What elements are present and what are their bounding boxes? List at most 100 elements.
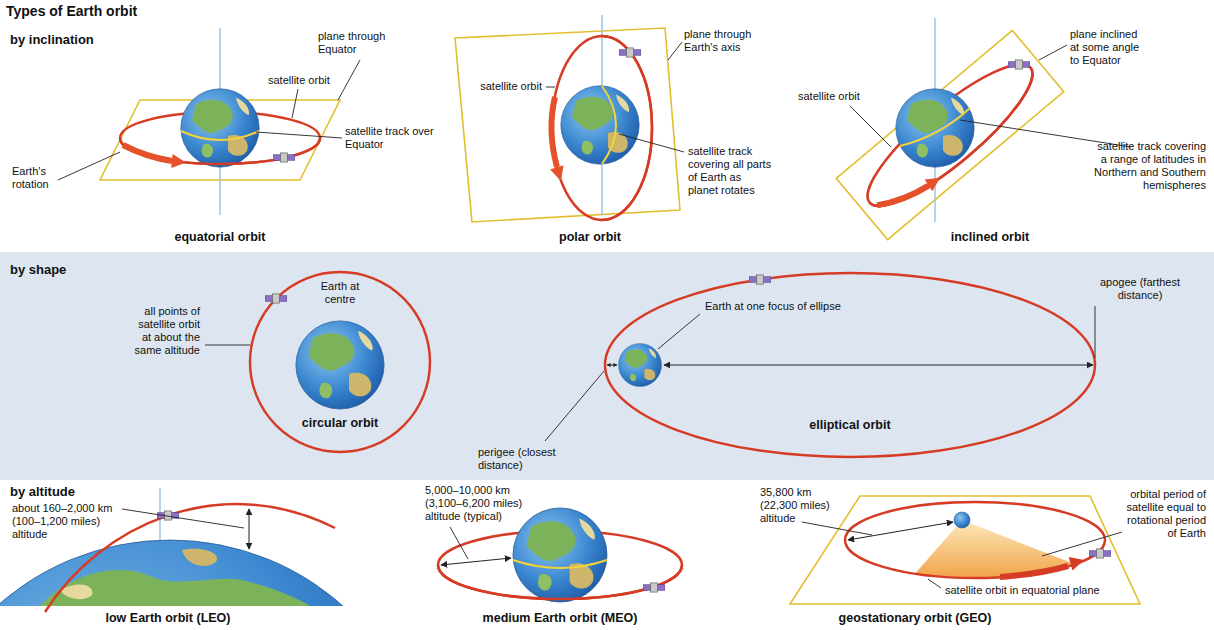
period-sector: [915, 520, 1075, 578]
earth-globe: [561, 86, 639, 164]
orbit-caption: geostationary orbit (GEO): [795, 611, 1035, 626]
orbit-caption: equatorial orbit: [140, 230, 300, 245]
satellite-icon: [643, 583, 665, 592]
section-band: by shape: [0, 252, 1214, 480]
annotation-label: satellite orbit: [462, 80, 542, 93]
earth-globe: [954, 512, 970, 528]
elliptical-orbit-figure: [605, 273, 1095, 457]
leader-line: [545, 371, 604, 441]
orbital-plane: [836, 31, 1064, 240]
annotation-label: plane through Earth's axis: [684, 28, 774, 54]
annotation-label: plane through Equator: [318, 30, 413, 56]
annotation-label: satellite orbit: [268, 74, 348, 87]
leader-line: [122, 509, 244, 528]
leader-line: [928, 579, 941, 588]
leader-line: [58, 152, 120, 180]
earth-globe: [513, 508, 607, 602]
annotation-label: Earth at centre: [310, 280, 370, 306]
leader-line: [850, 106, 891, 147]
leader-line: [256, 132, 342, 138]
orbit-path: [845, 502, 1105, 578]
satellite-icon: [619, 48, 641, 57]
diagram-title: Types of Earth orbit: [6, 3, 137, 20]
earth-globe: [181, 89, 259, 167]
leader-line: [1095, 306, 1096, 358]
annotation-label: satellite track over Equator: [345, 125, 435, 151]
satellite-icon: [1008, 60, 1030, 69]
direction-arrowhead: [1069, 557, 1084, 570]
section-heading: by shape: [10, 262, 66, 278]
annotation-label: satellite orbit in equatorial plane: [945, 584, 1145, 597]
polar-orbit-figure: [455, 15, 680, 222]
annotation-label: satellite track covering all parts of Ea…: [688, 145, 773, 197]
annotation-label: all points of satellite orbit at about t…: [128, 305, 200, 357]
orbit-path: [870, 68, 1049, 224]
annotation-label: 35,800 km (22,300 miles) altitude: [760, 486, 842, 525]
meo-figure: [438, 508, 682, 602]
orbit-path: [605, 273, 1095, 457]
leader-line: [338, 60, 360, 100]
orbit-caption: inclined orbit: [910, 230, 1070, 245]
earth-globe: [896, 89, 974, 167]
earth-globe: [0, 540, 420, 606]
section-heading: by altitude: [10, 484, 150, 500]
equatorial-orbit-figure: [100, 28, 340, 215]
orbit-caption: low Earth orbit (LEO): [58, 611, 278, 626]
leader-line: [1039, 45, 1067, 60]
orbit-path: [852, 46, 1049, 224]
annotation-label: satellite orbit: [798, 90, 878, 103]
satellite-icon: [265, 294, 287, 303]
inclined-orbit-figure: [836, 18, 1064, 240]
satellite-track: [900, 108, 970, 146]
altitude-arrow: [848, 522, 953, 540]
leader-line: [668, 42, 682, 60]
orbit-path: [552, 36, 652, 220]
leader-line: [205, 345, 250, 346]
annotation-label: satellite track covering a range of lati…: [1092, 140, 1206, 192]
satellite-track: [602, 86, 616, 164]
annotation-label: Earth's rotation: [12, 165, 67, 191]
satellite-icon: [157, 511, 179, 520]
annotation-label: orbital period of satellite equal to rot…: [1121, 488, 1206, 540]
section-heading: by inclination: [10, 32, 150, 48]
direction-arrowhead: [550, 165, 563, 181]
leader-line: [658, 314, 700, 349]
leader-line: [1042, 532, 1122, 556]
orbit-caption: medium Earth orbit (MEO): [440, 611, 680, 626]
leader-line: [292, 89, 298, 118]
orbital-plane: [455, 28, 680, 222]
globe-land: [182, 549, 217, 566]
satellite-track: [181, 131, 259, 140]
annotation-label: perigee (closest distance): [478, 446, 578, 472]
globe-land: [40, 570, 310, 606]
altitude-arrow: [441, 558, 511, 565]
annotation-label: 5,000–10,000 km (3,100–6,200 miles) alti…: [425, 484, 537, 523]
orbit-path: [438, 565, 682, 599]
orbit-path: [602, 36, 652, 220]
satellite-icon: [273, 153, 295, 162]
earth-globe: [618, 343, 661, 386]
orbit-caption: elliptical orbit: [770, 418, 930, 433]
direction-arrow: [877, 172, 928, 219]
orbit-caption: polar orbit: [510, 230, 670, 245]
leader-lines: [58, 42, 1131, 588]
direction-arrow: [551, 97, 557, 167]
annotation-label: about 160–2,000 km (100–1,200 miles) alt…: [12, 502, 124, 541]
equator-line: [513, 560, 607, 568]
direction-arrow: [1000, 566, 1068, 577]
distance-arrow: [607, 365, 617, 366]
rotation-arrow: [123, 145, 172, 161]
orbit-path: [120, 138, 320, 164]
altitude-arrow: [249, 509, 250, 549]
rotation-arrowhead: [171, 154, 186, 168]
direction-arrowhead: [923, 171, 943, 191]
leader-line: [450, 527, 468, 559]
orbit-caption: circular orbit: [270, 416, 410, 431]
leader-line: [802, 522, 872, 535]
earth-globe: [296, 321, 384, 409]
annotation-label: apogee (farthest distance): [1090, 276, 1190, 302]
leo-figure: [0, 488, 430, 630]
leader-line: [546, 87, 555, 88]
leader-line: [619, 134, 684, 152]
